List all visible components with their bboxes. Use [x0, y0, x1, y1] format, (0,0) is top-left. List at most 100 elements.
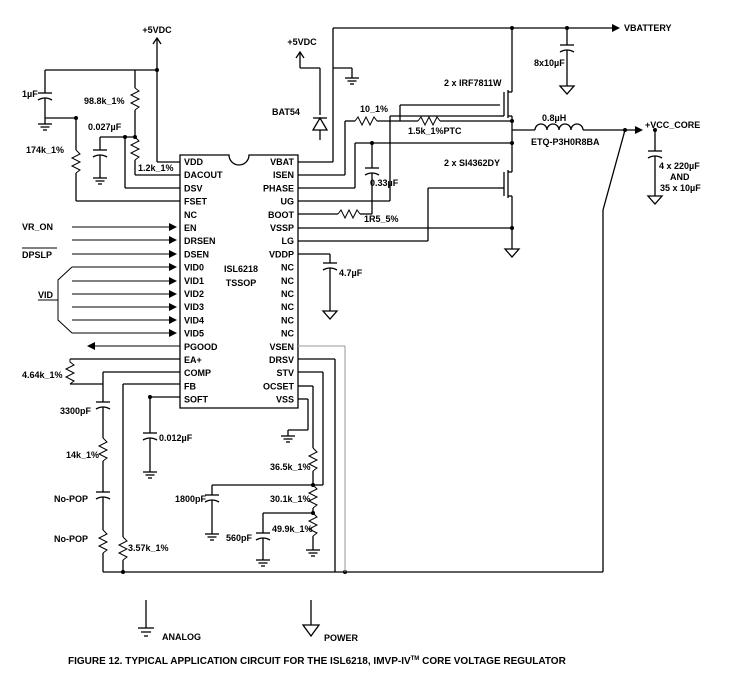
label-0012uf: 0.012µF: [159, 433, 193, 443]
power-ground-icon: [301, 600, 321, 638]
label-3300pf: 3300pF: [60, 406, 92, 416]
top-left-network: 1µF 98.8k_1% 1.2k_1% 0.027µF 174k_1%: [22, 69, 180, 202]
right-pin-17: OCSET: [263, 381, 295, 391]
svg-text:FIGURE 12. TYPICAL APPLICATION: FIGURE 12. TYPICAL APPLICATION CIRCUIT F…: [68, 656, 567, 667]
label-365k: 36.5k_1%: [270, 462, 311, 472]
label-14k: 14k_1%: [66, 450, 99, 460]
right-pin-13: NC: [281, 329, 294, 339]
right-pin-5: VSSP: [270, 223, 294, 233]
left-pin-14: PGOOD: [184, 342, 218, 352]
label-1uf: 1µF: [22, 89, 38, 99]
right-pin-9: NC: [281, 276, 294, 286]
input-signals: VR_ON DPSLP VID: [22, 222, 180, 350]
right-pin-4: BOOT: [268, 210, 295, 220]
label-inductor-part: ETQ-P3H0R8BA: [531, 137, 600, 147]
label-cout-3: 35 x 10µF: [660, 183, 701, 193]
right-pin-7: VDDP: [269, 249, 294, 259]
label-dpslp: DPSLP: [22, 250, 52, 260]
label-nopop2: No-POP: [54, 534, 88, 544]
legend-analog-label: ANALOG: [162, 632, 201, 642]
label-8x10uf: 8x10µF: [534, 58, 565, 68]
right-pin-18: VSS: [276, 395, 294, 405]
left-pin-7: DSEN: [184, 249, 209, 259]
power-section: VBATTERY 8x10µF BAT54 10_1%: [272, 23, 701, 572]
right-pin-3: UG: [281, 197, 295, 207]
label-nopop1: No-POP: [54, 494, 88, 504]
label-vbattery: VBATTERY: [624, 23, 672, 33]
left-pin-9: VID1: [184, 276, 204, 286]
analog-ground-icon: [138, 600, 154, 637]
left-pin-13: VID5: [184, 329, 204, 339]
label-q-low: 2 x SI4362DY: [444, 158, 500, 168]
right-pin-0: VBAT: [270, 157, 294, 167]
right-pin-8: NC: [281, 263, 294, 273]
left-pin-8: VID0: [184, 263, 204, 273]
supply-5vdc-right: +5VDC: [287, 37, 317, 68]
right-pin-16: STV: [276, 368, 294, 378]
label-inductor: 0.8µH: [542, 113, 566, 123]
figure-caption: FIGURE 12. TYPICAL APPLICATION CIRCUIT F…: [68, 656, 567, 667]
right-pin-15: DRSV: [269, 355, 294, 365]
left-pin-18: SOFT: [184, 395, 209, 405]
label-q-high: 2 x IRF7811W: [444, 78, 502, 88]
label-1k2: 1.2k_1%: [138, 163, 174, 173]
label-1k5-ptc: 1.5k_1%PTC: [408, 126, 462, 136]
left-pin-2: DSV: [184, 183, 203, 193]
label-5vdc-right: +5VDC: [287, 37, 317, 47]
label-cout-1: 4 x 220µF: [659, 161, 700, 171]
label-vcc-core: +VCC_CORE: [645, 120, 700, 130]
label-0027uf: 0.027µF: [88, 122, 122, 132]
right-pin-11: NC: [281, 302, 294, 312]
label-10-1pct: 10_1%: [360, 104, 388, 114]
chip-name: ISL6218: [224, 264, 258, 274]
right-pin-labels: VBAT ISEN PHASE UG BOOT VSSP LG VDDP NC NC NC NC NC N…: [263, 157, 295, 405]
caption-main: FIGURE 12. TYPICAL APPLICATION CIRCUIT F…: [68, 656, 411, 667]
caption-tm: TM: [411, 656, 420, 662]
label-vr-on: VR_ON: [22, 222, 53, 232]
label-1r5: 1R5_5%: [364, 214, 399, 224]
chip-isl6218: ISL6218 TSSOP VDD DACOUT DSV FSET NC EN DRSEN D…: [179, 154, 299, 409]
left-pin-10: VID2: [184, 289, 204, 299]
label-464k: 4.64k_1%: [22, 370, 63, 380]
label-vid: VID: [38, 290, 54, 300]
label-357k: 3.57k_1%: [128, 543, 169, 553]
label-174k: 174k_1%: [26, 145, 64, 155]
left-pin-labels: VDD DACOUT DSV FSET NC EN DRSEN DSEN VID0VID1VID…: [184, 157, 223, 405]
label-bat54: BAT54: [272, 107, 300, 117]
right-pin-12: NC: [281, 315, 294, 325]
left-pin-6: DRSEN: [184, 236, 216, 246]
label-47uf: 4.7µF: [339, 268, 363, 278]
legend: ANALOG POWER: [138, 600, 359, 643]
label-cout-2: AND: [670, 172, 690, 182]
left-pin-16: COMP: [184, 368, 211, 378]
right-pin-2: PHASE: [263, 183, 294, 193]
left-pin-12: VID4: [184, 315, 204, 325]
inductor: 0.8µH ETQ-P3H0R8BA +VCC_CORE: [512, 113, 700, 147]
right-pin-1: ISEN: [273, 170, 294, 180]
mosfet-low-side: 2 x SI4362DY: [444, 141, 520, 258]
label-5vdc-left: +5VDC: [142, 25, 172, 35]
left-pin-3: FSET: [184, 197, 208, 207]
bottom-left-network: 4.64k_1% 3300pF 14k_1% No-POP No-POP 3.5…: [22, 358, 603, 574]
left-pin-11: VID3: [184, 302, 204, 312]
label-301k: 30.1k_1%: [270, 494, 311, 504]
left-pin-15: EA+: [184, 355, 202, 365]
output-capacitors: 4 x 220µF AND 35 x 10µF: [647, 128, 701, 205]
caption-tail: CORE VOLTAGE REGULATOR: [419, 656, 566, 667]
label-560pf: 560pF: [226, 533, 253, 543]
label-1800pf: 1800pF: [175, 494, 207, 504]
left-pin-4: NC: [184, 210, 197, 220]
supply-5vdc-left: +5VDC: [142, 25, 180, 163]
left-pin-1: DACOUT: [184, 170, 223, 180]
chip-package: TSSOP: [226, 278, 257, 288]
right-pin-6: LG: [282, 236, 295, 246]
right-pin-14: VSEN: [269, 342, 294, 352]
left-pin-5: EN: [184, 223, 197, 233]
label-98k8: 98.8k_1%: [84, 96, 125, 106]
left-pin-0: VDD: [184, 157, 204, 167]
bottom-right-network: 36.5k_1% 1800pF 30.1k_1% 560pF 49.9k_1%: [175, 345, 346, 572]
legend-power-label: POWER: [324, 633, 359, 643]
label-033uf: 0.33µF: [370, 178, 399, 188]
right-pin-10: NC: [281, 289, 294, 299]
